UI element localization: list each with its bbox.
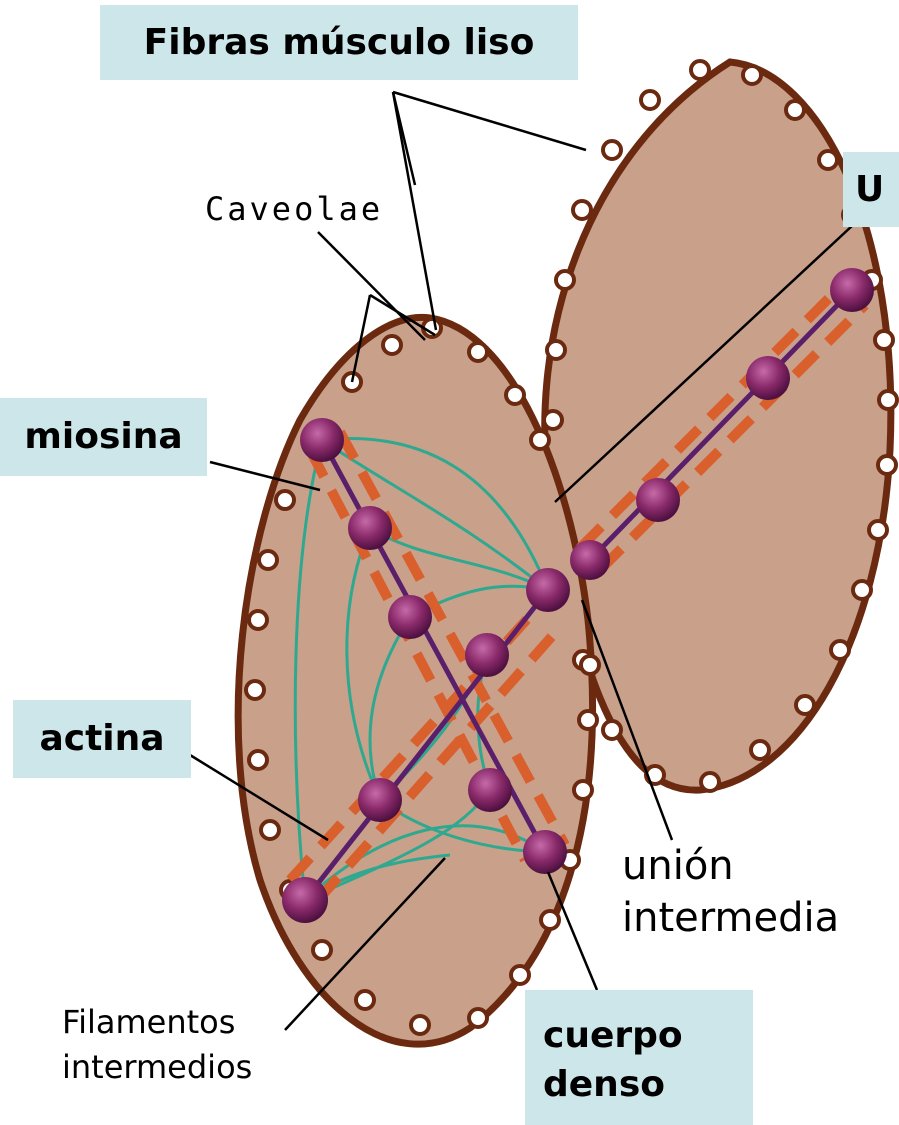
union-line2: intermedia: [622, 892, 839, 944]
label-actina: actina: [13, 700, 191, 778]
left-muscle-cell: [238, 317, 592, 1044]
label-filamentos-intermedios: Filamentos intermedios: [62, 1000, 252, 1090]
filamentos-line1: Filamentos: [62, 1000, 252, 1045]
label-cuerpo-denso: cuerpo denso: [525, 990, 753, 1125]
label-union-intermedia: unión intermedia: [622, 840, 839, 944]
cuerpo-line2: denso: [543, 1061, 753, 1110]
label-caveolae: Caveolae: [205, 190, 383, 228]
label-miosina: miosina: [0, 398, 207, 476]
label-u: U: [843, 152, 899, 227]
union-line1: unión: [622, 840, 839, 892]
cuerpo-line1: cuerpo: [543, 1012, 753, 1061]
label-fibras-musculo-liso: Fibras músculo liso: [100, 5, 578, 80]
filamentos-line2: intermedios: [62, 1045, 252, 1090]
